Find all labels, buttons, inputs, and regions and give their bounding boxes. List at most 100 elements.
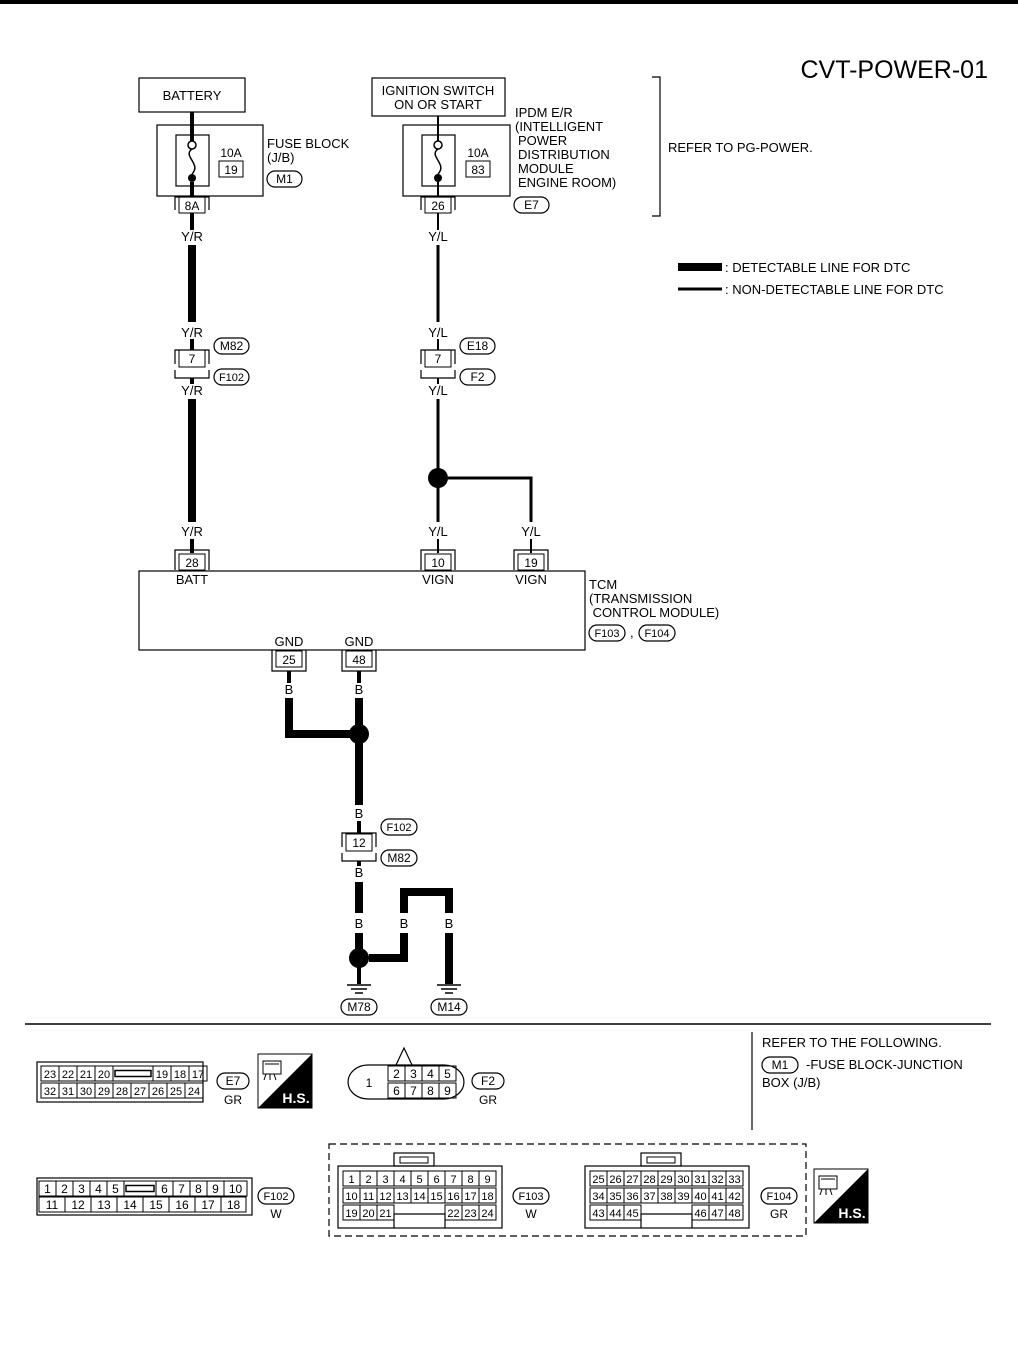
- hs-badge-2: H.S.: [813, 1168, 869, 1224]
- splice-yl: [428, 468, 448, 488]
- svg-text:27: 27: [626, 1174, 638, 1186]
- connector-pin-22: 22: [444, 1204, 463, 1221]
- svg-text:19: 19: [345, 1208, 357, 1220]
- connector-pin-11: 11: [359, 1187, 378, 1204]
- svg-text:8: 8: [195, 1182, 202, 1196]
- connector-pin-5: 5: [438, 1065, 457, 1082]
- svg-text:25: 25: [170, 1086, 182, 1098]
- connector-pin-4: 4: [89, 1180, 108, 1197]
- connector-f103-badge: [588, 624, 626, 642]
- refer-following-text-1: -FUSE BLOCK-JUNCTION: [806, 1057, 963, 1072]
- connector-pin-27: 27: [623, 1170, 642, 1187]
- connector-pin-2: 2: [387, 1065, 406, 1082]
- connector-pin-42: 42: [725, 1187, 744, 1204]
- connector-pin-4: 4: [393, 1170, 412, 1187]
- connector-pin-17: 17: [194, 1196, 222, 1213]
- svg-text:3: 3: [382, 1174, 388, 1186]
- fuse-19-link: [188, 148, 196, 175]
- ipdm-label-1: IPDM E/R: [515, 105, 573, 120]
- svg-text:H.S.: H.S.: [838, 1205, 865, 1221]
- connector-pin-31: 31: [58, 1082, 78, 1099]
- connector-pin-46: 46: [691, 1204, 710, 1221]
- svg-text:31: 31: [694, 1174, 706, 1186]
- svg-text:8: 8: [467, 1174, 473, 1186]
- wire-yl-label-4: Y/L: [428, 524, 448, 539]
- svg-text:14: 14: [123, 1198, 137, 1212]
- svg-text:47: 47: [711, 1208, 723, 1220]
- svg-text:36: 36: [626, 1191, 638, 1203]
- svg-text:23: 23: [464, 1208, 476, 1220]
- connector-pin-14: 14: [116, 1196, 144, 1213]
- connector-pin-30: 30: [674, 1170, 693, 1187]
- connector-pin-7: 7: [444, 1170, 463, 1187]
- fuse-83-number: 83: [471, 163, 485, 177]
- connector-f103-label: F103: [594, 628, 619, 640]
- svg-text:3: 3: [410, 1067, 417, 1081]
- connector-pin-22: 22: [58, 1065, 78, 1082]
- svg-text:15: 15: [149, 1198, 163, 1212]
- svg-text:17: 17: [192, 1069, 204, 1081]
- connector-pin-47: 47: [708, 1204, 727, 1221]
- connector-pin-25: 25: [589, 1170, 608, 1187]
- splice-gnd-upper: [349, 724, 369, 744]
- refer-following-title: REFER TO THE FOLLOWING.: [762, 1035, 942, 1050]
- svg-text:2: 2: [393, 1067, 400, 1081]
- connector-pin-23: 23: [461, 1204, 480, 1221]
- connector-f102-view-name: F102: [263, 1191, 288, 1203]
- connector-pin-6: 6: [155, 1180, 174, 1197]
- svg-text:37: 37: [643, 1191, 655, 1203]
- ipdm-label-3: POWER: [518, 133, 567, 148]
- svg-text:7: 7: [410, 1084, 417, 1098]
- connector-pin-21: 21: [76, 1065, 96, 1082]
- connector-pin-5: 5: [410, 1170, 429, 1187]
- ipdm-label-5: MODULE: [518, 161, 574, 176]
- connector-f2-view-badge: [471, 1072, 505, 1090]
- svg-text:12: 12: [379, 1191, 391, 1203]
- tcm-terminal-48: 48: [341, 650, 377, 672]
- svg-text:25: 25: [592, 1174, 604, 1186]
- connector-pin-1: 1: [366, 1076, 373, 1090]
- connector-pin-10: 10: [223, 1180, 248, 1197]
- svg-text:46: 46: [694, 1208, 706, 1220]
- connector-f103-view-name: F103: [518, 1191, 543, 1203]
- connector-pin-37: 37: [640, 1187, 659, 1204]
- tcm-pin-label-gnd-25: GND: [275, 634, 304, 649]
- svg-text:7: 7: [435, 352, 442, 366]
- connector-pin-41: 41: [708, 1187, 727, 1204]
- svg-text:22: 22: [62, 1069, 74, 1081]
- svg-text:7: 7: [178, 1182, 185, 1196]
- wire-yl-label-2: Y/L: [428, 325, 448, 340]
- fuse-19-contact-top: [187, 140, 197, 150]
- svg-text:18: 18: [227, 1198, 241, 1212]
- connector-pin-13: 13: [90, 1196, 118, 1213]
- wire-b-to-m14-upper: [400, 888, 453, 913]
- connector-pin-10: 10: [342, 1187, 361, 1204]
- svg-text:13: 13: [396, 1191, 408, 1203]
- ground-m14-badge: [430, 998, 468, 1016]
- ground-symbol-m14: [437, 984, 461, 994]
- hs-badge-1: H.S.: [257, 1053, 313, 1109]
- svg-text:22: 22: [447, 1208, 459, 1220]
- svg-text:18: 18: [174, 1069, 186, 1081]
- fuse-19-number-box: [218, 160, 244, 178]
- connector-f102-label: F102: [219, 372, 244, 384]
- svg-text:43: 43: [592, 1208, 604, 1220]
- ground-m78-badge: [340, 998, 378, 1016]
- wire-b-label-6: B: [400, 916, 409, 931]
- svg-text:3: 3: [78, 1182, 85, 1196]
- connector-pin-32: 32: [40, 1082, 60, 1099]
- connector-e18-label: E18: [467, 339, 489, 353]
- connector-m82-ground-label: M82: [387, 851, 411, 865]
- connector-e18-badge: [459, 337, 496, 355]
- svg-text:41: 41: [711, 1191, 723, 1203]
- svg-text:31: 31: [62, 1086, 74, 1098]
- connector-m82-label: M82: [220, 339, 244, 353]
- connector-pin-8: 8: [461, 1170, 480, 1187]
- wire-yr-label-3: Y/R: [181, 383, 203, 398]
